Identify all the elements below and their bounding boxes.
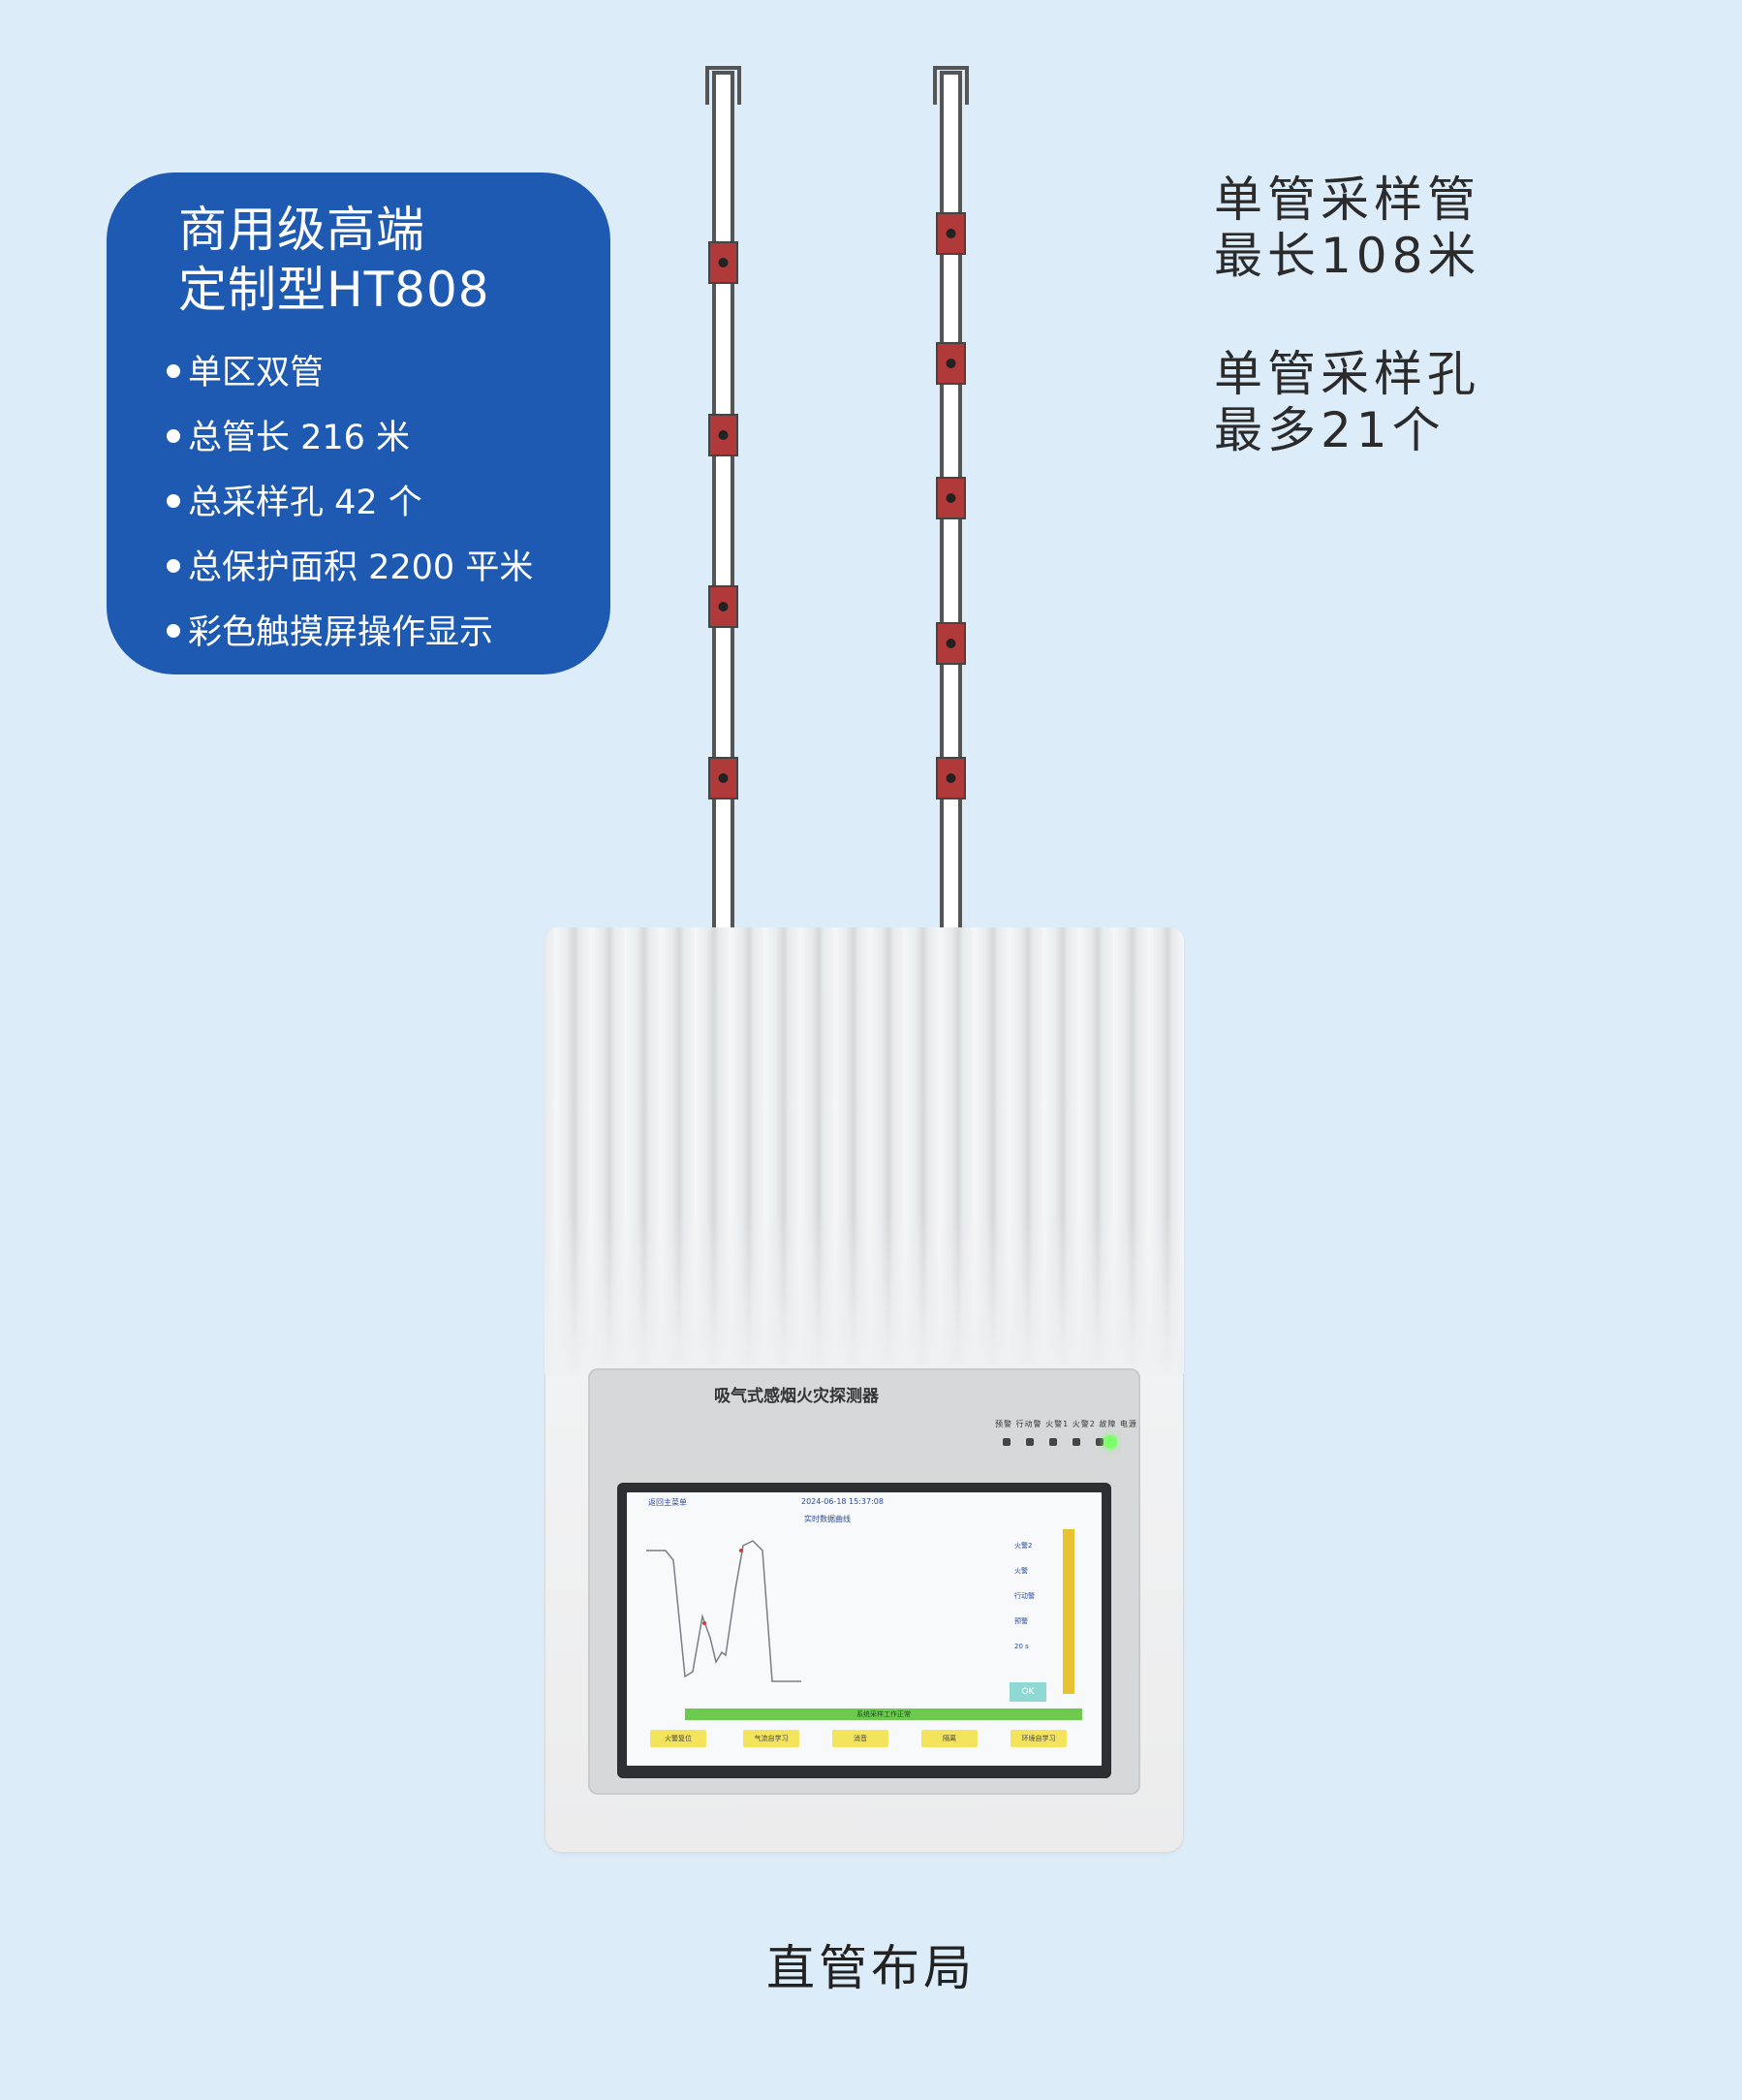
environment-learn-button[interactable]: 环境自学习: [1011, 1730, 1067, 1747]
screen-header: 返回主菜单 2024-06-18 15:37:08: [627, 1492, 1102, 1510]
led-icon: [1003, 1438, 1011, 1446]
device-ribs: [544, 927, 1184, 1373]
feature-list: 单区双管 总管长 216 米 总采样孔 42 个 总保护面积 2200 平米 彩…: [167, 341, 610, 666]
bullet-icon: [167, 494, 180, 508]
info-card: 商用级高端 定制型HT808 单区双管 总管长 216 米 总采样孔 42 个 …: [107, 172, 610, 674]
bullet-icon: [167, 364, 180, 378]
led-icon: [1026, 1438, 1034, 1446]
bullet-icon: [167, 429, 180, 443]
led-labels: 预警 行动警 火警1 火警2 故障 电源: [995, 1420, 1137, 1428]
power-led-icon: [1104, 1435, 1117, 1449]
realtime-curve-icon: [646, 1540, 801, 1682]
sampling-hole-icon: [936, 757, 966, 799]
airflow-learn-button[interactable]: 气流自学习: [743, 1730, 799, 1747]
feature-item: 总保护面积 2200 平米: [167, 536, 610, 601]
system-status-bar: 系统采样工作正常: [685, 1708, 1082, 1720]
device-name-label: 吸气式感烟火灾探测器: [714, 1387, 879, 1406]
feature-item: 总采样孔 42 个: [167, 471, 610, 536]
spec-pipe-length: 单管采样管 最长108米: [1214, 172, 1481, 284]
sampling-hole-icon: [936, 477, 966, 519]
sampling-hole-icon: [708, 757, 738, 799]
touchscreen[interactable]: 返回主菜单 2024-06-18 15:37:08 实时数据曲线 火警2 火警 …: [627, 1492, 1102, 1766]
sampling-pipe-left: [705, 66, 741, 932]
led-icon: [1049, 1438, 1057, 1446]
sampling-hole-icon: [936, 212, 966, 255]
silence-button[interactable]: 消音: [832, 1730, 888, 1747]
sampling-hole-icon: [708, 414, 738, 456]
sampling-hole-icon: [936, 342, 966, 385]
layout-caption: 直管布局: [766, 1940, 976, 1996]
level-bar: [1063, 1529, 1074, 1694]
led-icon: [1096, 1438, 1104, 1446]
feature-item: 总管长 216 米: [167, 406, 610, 471]
isolate-button[interactable]: 隔离: [921, 1730, 978, 1747]
sampling-hole-icon: [936, 622, 966, 665]
control-panel: 吸气式感烟火灾探测器 预警 行动警 火警1 火警2 故障 电源 返回主菜单 20…: [588, 1368, 1140, 1795]
bullet-icon: [167, 624, 180, 638]
led-icon: [1073, 1438, 1080, 1446]
card-title-line1: 商用级高端: [178, 202, 425, 258]
back-to-menu-button[interactable]: 返回主菜单: [648, 1498, 687, 1507]
sampling-hole-icon: [708, 241, 738, 284]
detector-device: 吸气式感烟火灾探测器 预警 行动警 火警1 火警2 故障 电源 返回主菜单 20…: [544, 927, 1184, 1853]
feature-item: 单区双管: [167, 341, 610, 406]
card-title-line2: 定制型HT808: [178, 262, 490, 318]
ok-button[interactable]: OK: [1010, 1682, 1046, 1702]
sampling-hole-icon: [708, 585, 738, 628]
screen-title: 实时数据曲线: [804, 1515, 851, 1523]
touchscreen-bezel: 返回主菜单 2024-06-18 15:37:08 实时数据曲线 火警2 火警 …: [617, 1483, 1111, 1778]
level-labels: 火警2 火警 行动警 预警 20 s: [1014, 1542, 1035, 1650]
fire-reset-button[interactable]: 火警复位: [650, 1730, 706, 1747]
sampling-pipe-right: [933, 66, 969, 932]
bullet-icon: [167, 559, 180, 573]
screen-time: 2024-06-18 15:37:08: [801, 1497, 884, 1506]
feature-item: 彩色触摸屏操作显示: [167, 601, 610, 666]
spec-sampling-holes: 单管采样孔 最多21个: [1214, 346, 1480, 458]
